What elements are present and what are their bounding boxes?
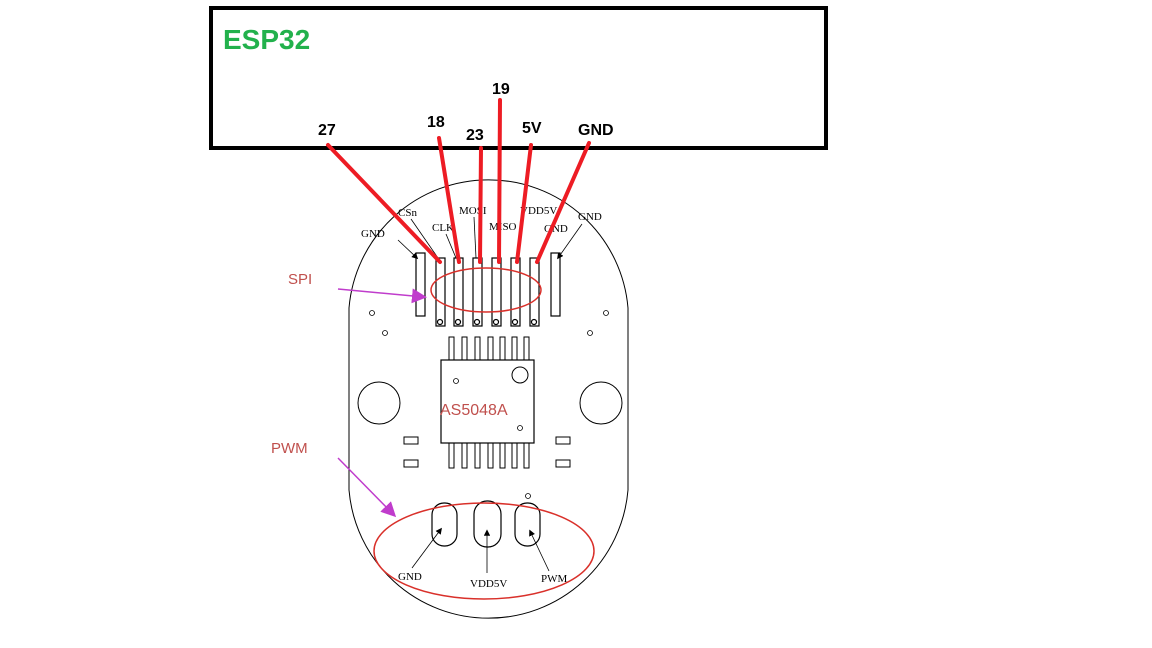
spi-annotation: SPI [288,271,312,288]
pwm-label-vdd5v: VDD5V [470,578,507,590]
wire-5v-to-vdd5v [515,143,533,264]
header-pin-miso [491,257,502,327]
pwm-annotation: PWM [271,440,308,457]
smd-pads [403,436,571,468]
spi-arrow [337,288,427,304]
spi-header [415,252,561,327]
label-clk: CLK [432,222,454,234]
header-pin-gnd-left [415,252,426,317]
label-mosi: MOSI [459,205,487,217]
pwm-labels: GND VDD5V PWM [398,527,568,590]
esp32-pin-18-label: 18 [427,114,445,131]
pwm-pad-vdd5v [473,500,502,548]
esp32-module-box [209,6,828,150]
pwm-pad-pwm [514,502,541,547]
spi-highlight-ellipse [430,267,542,313]
pwm-pad-gnd [431,502,458,547]
label-csn: CSn [398,207,417,219]
wire-gnd-to-gnd [535,141,591,264]
wires [326,98,591,264]
esp32-pin-19-label: 19 [492,81,510,98]
pwm-arrow [337,457,397,518]
esp32-pin-5v-label: 5V [522,120,542,137]
esp32-pin-gnd-label: GND [578,122,614,139]
label-miso: MISO [489,221,517,233]
as5048a-chip: AS5048A [440,336,535,469]
wire-18-to-clk [437,136,461,264]
pwm-label-pwm: PWM [541,573,568,585]
header-pin-vdd5v [510,257,521,327]
wire-27-to-csn [326,143,442,264]
label-gnd-right: GND [578,211,602,223]
header-pin-clk [453,257,464,327]
header-labels: GND CSn CLK MOSI MISO VDD5V GND GND [361,205,602,260]
mounting-hole-right [579,381,623,425]
pwm-label-gnd: GND [398,571,422,583]
wire-23-to-mosi [478,146,483,264]
vias [369,310,609,499]
wire-19-to-miso [497,98,502,264]
label-gnd-left: GND [361,228,385,240]
header-pin-gnd-right [550,252,561,317]
pwm-highlight-ellipse [373,502,595,600]
esp32-title: ESP32 [223,24,310,55]
label-vdd5v: VDD5V [520,205,557,217]
esp32-pin-27-label: 27 [318,122,336,139]
esp32-pin-23-label: 23 [466,127,484,144]
header-pin-gnd-mid [529,257,540,327]
mounting-hole-left [357,381,401,425]
header-pin-csn [435,257,446,327]
chip-label: AS5048A [440,402,508,419]
pwm-pads [431,500,541,548]
header-pin-mosi [472,257,483,327]
